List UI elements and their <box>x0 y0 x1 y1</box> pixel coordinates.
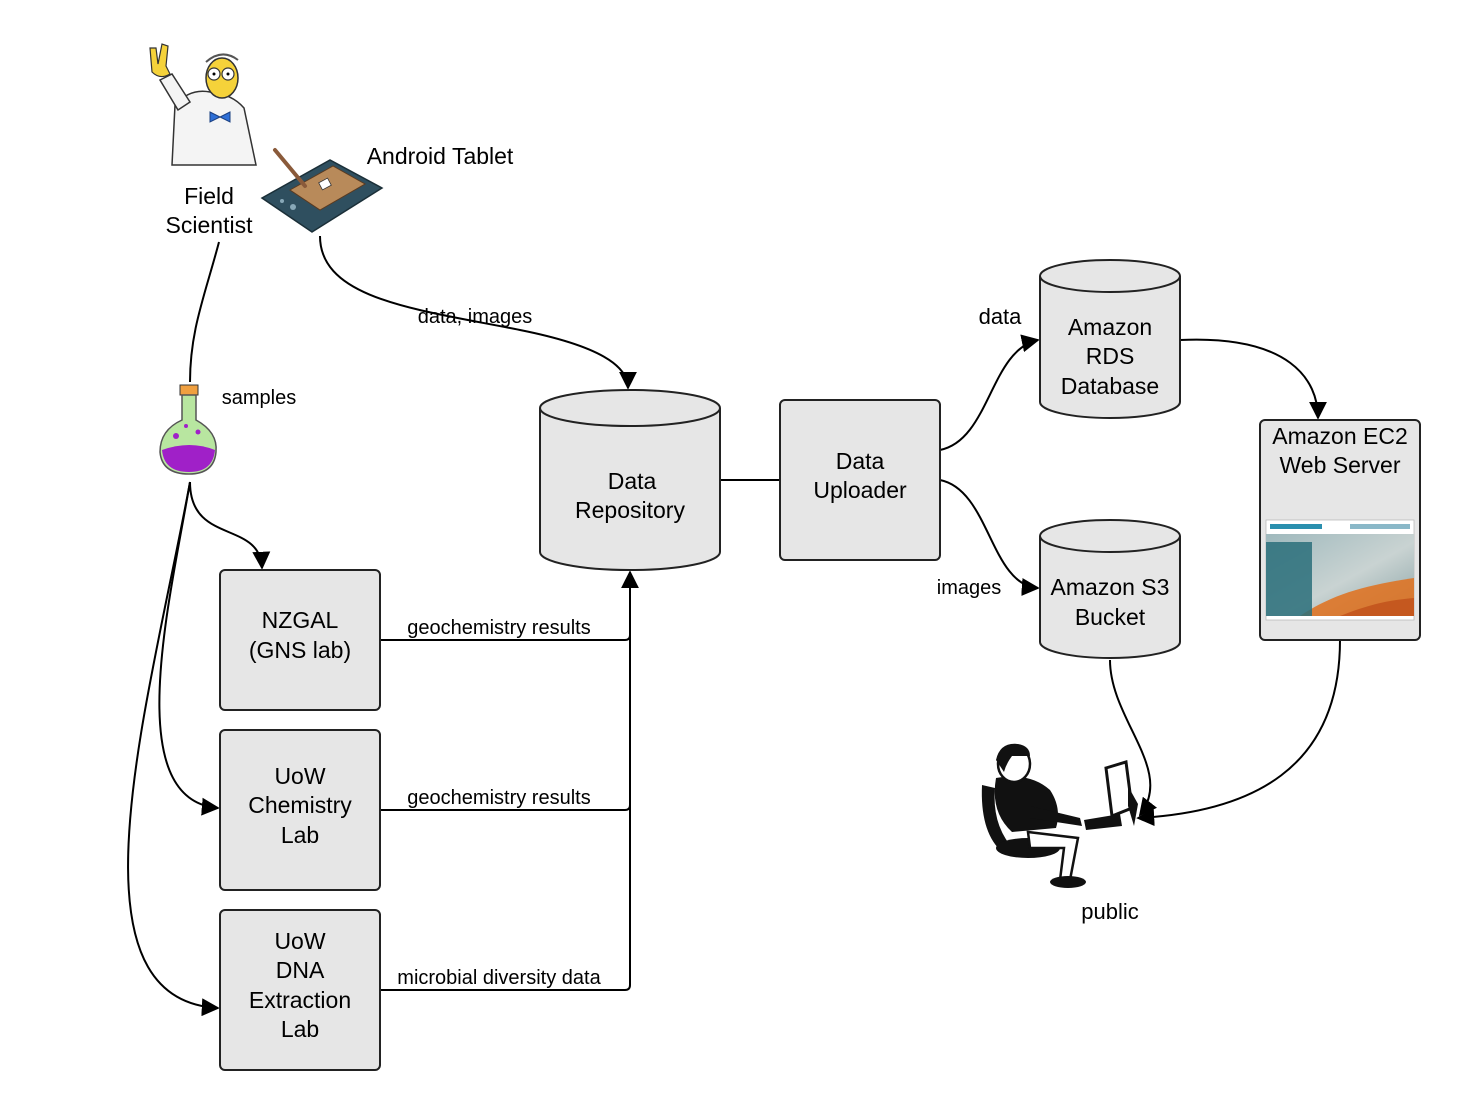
tablet-icon <box>260 148 384 233</box>
amazon-rds-line3: Database <box>1061 373 1159 399</box>
lab-uow-dna-line2: DNA <box>276 957 325 983</box>
edge-rds-to-ec2 <box>1179 338 1327 420</box>
edge-samples-to-dna <box>127 481 220 1017</box>
lab-uow-dna-line4: Lab <box>281 1016 319 1042</box>
edge-label-dna-to-repository: microbial diversity data <box>397 967 601 989</box>
amazon-ec2-line1: Amazon EC2 <box>1272 423 1408 449</box>
lab-uow-chem-line1: UoW <box>274 763 325 789</box>
amazon-s3-line1: Amazon S3 <box>1051 574 1170 600</box>
field-scientist-label-line2: Scientist <box>166 212 254 238</box>
amazon-rds-line1: Amazon <box>1068 314 1152 340</box>
data-repository-line1: Data <box>608 468 657 494</box>
lab-uow-dna-line3: Extraction <box>249 987 351 1013</box>
edge-s3-to-public <box>1109 659 1158 817</box>
lab-uow-dna-line1: UoW <box>274 928 325 954</box>
amazon-s3-line2: Bucket <box>1075 604 1146 630</box>
edge-dna-to-repository <box>380 570 639 991</box>
amazon-s3-bucket: Amazon S3 Bucket <box>1039 519 1181 659</box>
amazon-rds-database: Amazon RDS Database <box>1039 259 1181 419</box>
lab-uow-chem-line2: Chemistry <box>248 792 352 818</box>
data-uploader-line1: Data <box>836 448 885 474</box>
edge-label-nzgal-to-repository: geochemistry results <box>407 617 590 639</box>
edge-tablet-to-repository <box>319 235 637 390</box>
edge-label-tablet-to-repository: data, images <box>418 306 533 328</box>
data-repository-line2: Repository <box>575 497 685 523</box>
edge-uploader-to-rds <box>939 334 1040 451</box>
lab-nzgal: NZGAL (GNS lab) <box>219 569 381 711</box>
lab-uow-chemistry: UoW Chemistry Lab <box>219 729 381 891</box>
lab-nzgal-line2: (GNS lab) <box>249 637 351 663</box>
flask-icon <box>159 384 217 475</box>
android-tablet-label: Android Tablet <box>367 143 514 169</box>
edge-ec2-to-public <box>1136 639 1341 827</box>
lab-uow-dna: UoW DNA Extraction Lab <box>219 909 381 1071</box>
web-page-thumbnail <box>1265 519 1415 621</box>
edge-label-uploader-to-rds: data <box>979 304 1023 329</box>
amazon-rds-line2: RDS <box>1086 343 1135 369</box>
amazon-ec2-line2: Web Server <box>1279 452 1400 478</box>
amazon-ec2-web-server: Amazon EC2 Web Server <box>1259 419 1421 641</box>
data-uploader-line2: Uploader <box>813 477 907 503</box>
edge-scientist-to-samples <box>189 241 220 383</box>
computer-user-icon <box>981 743 1138 888</box>
edge-samples-to-chem <box>158 481 220 816</box>
data-repository: Data Repository <box>539 389 721 571</box>
data-uploader: Data Uploader <box>779 399 941 561</box>
field-scientist-label-line1: Field <box>184 183 234 209</box>
scientist-icon <box>149 43 257 166</box>
public-label: public <box>1081 899 1138 924</box>
samples-label: samples <box>222 387 296 409</box>
edge-samples-to-nzgal <box>189 481 271 570</box>
edge-label-uploader-to-s3: images <box>937 577 1001 599</box>
edge-uploader-to-s3 <box>939 479 1040 596</box>
edges <box>127 235 1341 1017</box>
edge-label-chem-to-repository: geochemistry results <box>407 787 590 809</box>
lab-uow-chem-line3: Lab <box>281 822 319 848</box>
lab-nzgal-line1: NZGAL <box>262 607 339 633</box>
